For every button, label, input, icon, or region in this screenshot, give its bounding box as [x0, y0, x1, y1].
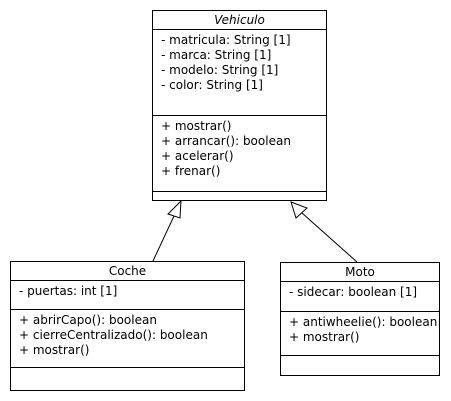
moto-generalization-arrowhead — [290, 201, 308, 219]
empty-compartment — [153, 192, 326, 200]
class-coche[interactable]: Coche - puertas: int [1] + abrirCapo(): … — [10, 261, 245, 391]
operation: + mostrar() — [289, 330, 360, 344]
operation: + mostrar() — [19, 343, 90, 357]
attribute: - matricula: String [1] — [161, 33, 291, 47]
attribute: - sidecar: boolean [1] — [289, 285, 418, 299]
attributes-compartment: - puertas: int [1] — [11, 281, 244, 310]
operation: + abrirCapo(): boolean — [19, 313, 157, 327]
class-name: Moto — [281, 263, 439, 282]
coche-to-vehiculo-line — [152, 215, 175, 262]
class-name: Vehiculo — [153, 11, 326, 30]
operations-compartment: + antiwheelie(): boolean + mostrar() — [281, 312, 439, 356]
class-moto[interactable]: Moto - sidecar: boolean [1] + antiwheeli… — [280, 262, 440, 376]
operation: + cierreCentralizado(): boolean — [19, 328, 208, 342]
operation: + antiwheelie(): boolean — [289, 315, 438, 329]
operation: + frenar() — [161, 164, 221, 178]
empty-compartment — [281, 356, 439, 375]
attribute: - color: String [1] — [161, 78, 263, 92]
empty-compartment — [11, 368, 244, 390]
attribute: - puertas: int [1] — [19, 284, 118, 298]
class-vehiculo[interactable]: Vehiculo - matricula: String [1] - marca… — [152, 10, 327, 201]
operation: + arrancar(): boolean — [161, 134, 291, 148]
attributes-compartment: - matricula: String [1] - marca: String … — [153, 30, 326, 116]
operations-compartment: + mostrar() + arrancar(): boolean + acel… — [153, 116, 326, 192]
moto-to-vehiculo-line — [301, 212, 358, 263]
operation: + acelerar() — [161, 149, 234, 163]
attribute: - modelo: String [1] — [161, 63, 279, 77]
operation: + mostrar() — [161, 119, 232, 133]
operations-compartment: + abrirCapo(): boolean + cierreCentraliz… — [11, 310, 244, 368]
coche-generalization-arrowhead — [167, 199, 182, 219]
attributes-compartment: - sidecar: boolean [1] — [281, 282, 439, 312]
class-name: Coche — [11, 262, 244, 281]
attribute: - marca: String [1] — [161, 48, 272, 62]
